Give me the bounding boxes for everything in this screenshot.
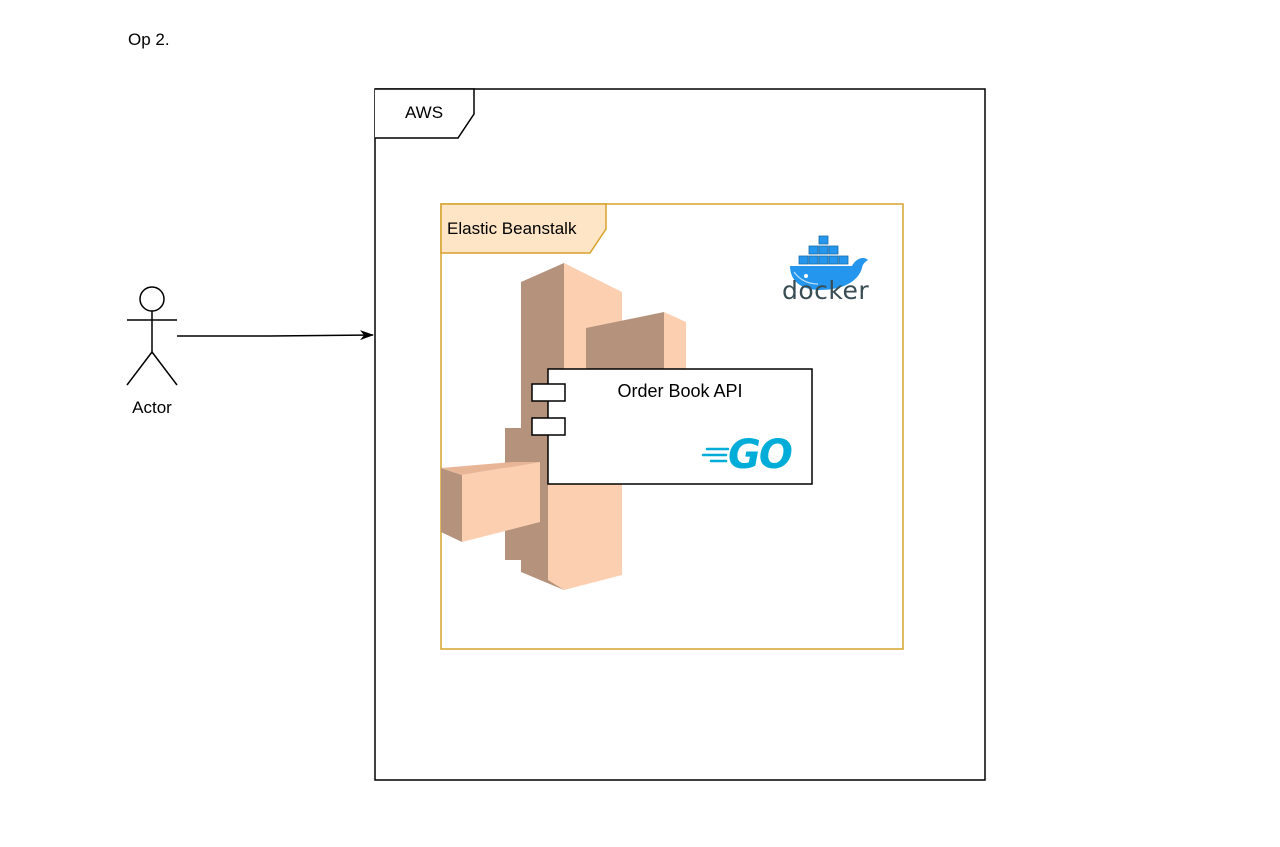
actor-head bbox=[139, 286, 165, 312]
docker-wordmark: docker bbox=[782, 276, 870, 305]
aws-frame-tab bbox=[375, 88, 475, 139]
actor-right-leg bbox=[151, 351, 178, 386]
go-logo-icon bbox=[701, 447, 730, 463]
order-book-api-label: Order Book API bbox=[617, 381, 743, 401]
go-wordmark: GO bbox=[728, 432, 793, 478]
diagram-caption: Op 2. bbox=[128, 30, 170, 49]
elastic-beanstalk-tab bbox=[440, 203, 607, 254]
component-port-top bbox=[531, 383, 566, 402]
aws-frame-label: AWS bbox=[404, 103, 444, 122]
actor-label: Actor bbox=[132, 398, 172, 417]
docker-whale-icon bbox=[790, 235, 868, 290]
actor-left-leg bbox=[126, 351, 153, 386]
component-port-bottom bbox=[531, 417, 566, 436]
elastic-beanstalk-label: Elastic Beanstalk bbox=[447, 219, 577, 238]
order-book-api-component[interactable] bbox=[531, 368, 813, 485]
actor-to-aws-arrow[interactable] bbox=[177, 330, 374, 341]
actor-figure[interactable] bbox=[126, 286, 178, 386]
